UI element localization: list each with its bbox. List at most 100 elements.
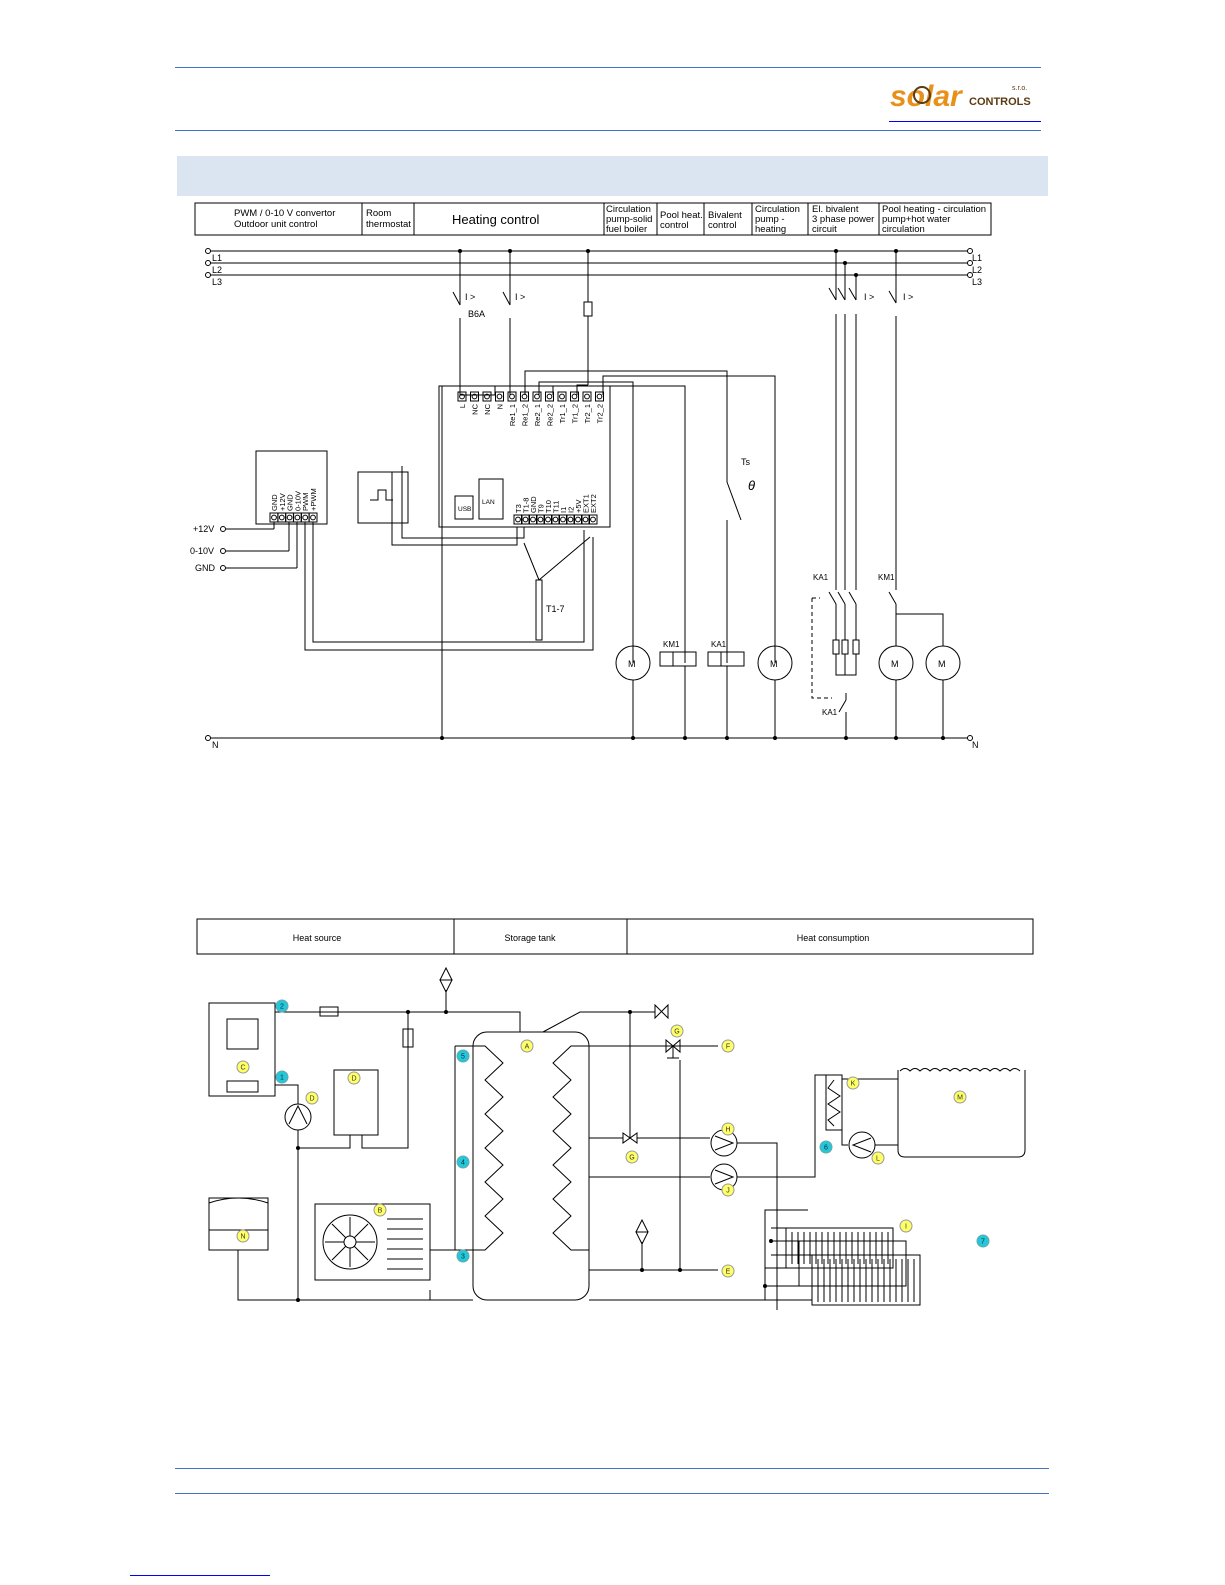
- component-badge-label: J: [726, 1188, 730, 1195]
- component-badge-label: E: [726, 1269, 731, 1276]
- section-label: circulation: [882, 224, 925, 235]
- breaker-3phase: [828, 287, 857, 301]
- terminal-screw: [530, 516, 536, 523]
- terminal-label: Re2_1: [533, 404, 542, 426]
- fuse-icon: [583, 301, 593, 317]
- wiring-section-table: [194, 202, 992, 236]
- component-badge-letter: [953, 1090, 967, 1104]
- terminal-label: +12V: [278, 493, 287, 511]
- tank-coil-left: [455, 1045, 504, 1251]
- breaker-switch: [888, 290, 897, 304]
- breaker-switch: [502, 291, 511, 306]
- section-label: Heating control: [452, 212, 540, 227]
- check-valve-icon: [402, 1028, 414, 1048]
- terminal-label: EXT2: [589, 494, 598, 513]
- contactor-coil-ka1: [707, 651, 745, 667]
- component-badge-letter: [520, 1039, 534, 1053]
- km1-contact-label: KM1: [878, 573, 895, 582]
- wiring-diagram: PWM / 0-10 V convertor Outdoor unit cont…: [190, 202, 992, 750]
- check-valve-icon: [319, 1006, 339, 1017]
- section-label: control: [660, 220, 689, 231]
- terminal-screw: [545, 516, 551, 523]
- swimming-pool: [897, 1070, 1026, 1158]
- convertor-input-label: +12V: [193, 524, 214, 534]
- terminal-screw: [515, 516, 521, 523]
- convertor-input-label: GND: [195, 563, 216, 573]
- terminal-screw: [271, 514, 277, 521]
- logo-sro-text: s.r.o.: [1012, 85, 1027, 92]
- section-label: pump -: [755, 214, 785, 225]
- radiator: [785, 1227, 894, 1269]
- sensor-badge-number: [456, 1155, 470, 1169]
- terminal-screw: [302, 514, 309, 521]
- component-badge-label: L: [876, 1156, 880, 1163]
- thermostat-symbol: [370, 489, 393, 501]
- thermostat-ts-label: Ts: [741, 457, 751, 467]
- motor-label: M: [891, 659, 899, 669]
- km1-coil-label: KM1: [663, 640, 680, 649]
- terminal-label: Re2_2: [546, 404, 555, 426]
- lan-label: LAN: [482, 499, 495, 506]
- section-label: heating: [755, 224, 786, 235]
- section-label: El. bivalent: [812, 204, 859, 215]
- component-badge-letter: [236, 1229, 250, 1243]
- logo-sun-icon: [913, 86, 931, 104]
- terminal-label: Tr2_2: [596, 404, 605, 423]
- terminal-label: I1: [559, 507, 568, 513]
- header-rule-bottom: [175, 130, 1041, 131]
- terminal-label: I2: [567, 507, 576, 513]
- component-badge-letter: [871, 1151, 885, 1165]
- terminal: [545, 391, 554, 402]
- component-badge-letter: [625, 1150, 639, 1164]
- terminal-screw: [560, 516, 566, 523]
- section-label: Pool heat.: [660, 210, 703, 221]
- component-badge-label: F: [726, 1044, 730, 1051]
- terminal-label: GND: [286, 494, 295, 511]
- logo-solar-text: solar: [890, 80, 964, 113]
- line-label-l3: L3: [972, 277, 982, 287]
- line-label-n: N: [212, 740, 219, 750]
- section-label: Room: [366, 208, 391, 219]
- terminal-screw: [459, 393, 465, 400]
- terminal-label: EXT1: [582, 494, 591, 513]
- heater-element: [832, 639, 840, 655]
- terminal-screw: [546, 393, 553, 400]
- component-badge-label: A: [525, 1044, 530, 1051]
- terminal-label: T10: [544, 500, 553, 513]
- component-badge-label: B: [378, 1208, 383, 1215]
- section-label: pump-solid: [606, 214, 652, 225]
- controller-unit: [208, 1197, 269, 1251]
- component-badge-letter: [670, 1024, 684, 1038]
- sensor-badge-label: 7: [981, 1239, 985, 1246]
- section-heat-source: Heat source: [293, 933, 342, 943]
- terminal-label: GND: [529, 496, 538, 513]
- heater-element: [841, 639, 849, 655]
- terminal: [557, 391, 567, 402]
- component-badge-letter: [721, 1122, 735, 1136]
- terminal-label: PWM: [301, 493, 310, 511]
- terminal-screw: [575, 516, 581, 523]
- component-badge-label: M: [957, 1095, 963, 1102]
- sensor-badge-label: 5: [461, 1054, 465, 1061]
- component-badge-letter: [846, 1076, 860, 1090]
- sensor-badge-label: 1: [280, 1075, 284, 1082]
- overcurrent-label: I >: [864, 292, 874, 302]
- convertor-input-label: 0-10V: [190, 546, 214, 556]
- terminal-screw: [471, 393, 478, 400]
- website-link-underline[interactable]: [889, 121, 1041, 122]
- terminal-label: NC: [483, 403, 492, 414]
- terminal-screw: [582, 516, 589, 523]
- breaker-switch: [452, 291, 461, 306]
- sensor-badge-number: [819, 1140, 833, 1154]
- line-label-l1: L1: [212, 253, 222, 263]
- footer-link-underline[interactable]: [130, 1575, 270, 1576]
- safety-valve-icon: [439, 966, 453, 994]
- sensor-badge-number: [275, 999, 289, 1013]
- solid-fuel-boiler: [208, 1002, 276, 1097]
- header-rule-top: [175, 67, 1041, 68]
- component-badge-label: I: [905, 1224, 907, 1231]
- component-badge-letter: [347, 1071, 361, 1085]
- heat-pump-outdoor-unit: [314, 1203, 431, 1281]
- terminal-screw: [484, 393, 490, 400]
